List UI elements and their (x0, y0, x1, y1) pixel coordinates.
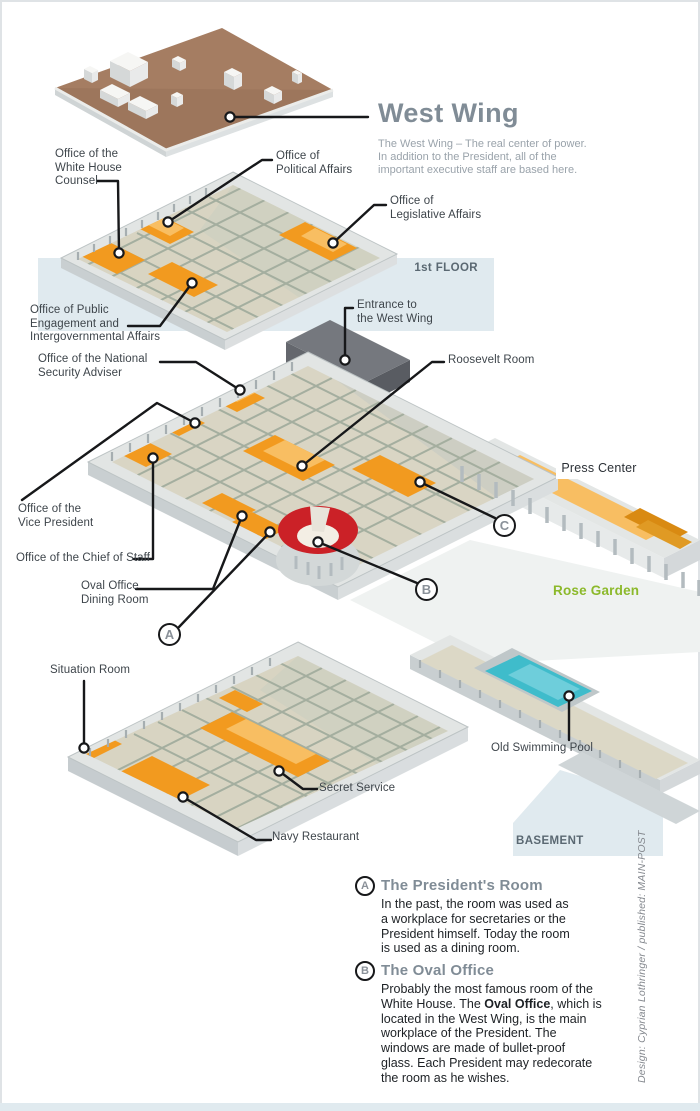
connector-marker-a (177, 530, 272, 629)
legend-body-oval-post: , which is located in the West Wing, is … (381, 996, 602, 1085)
connector-vp (20, 401, 197, 502)
label-vice-president: Office of the Vice President (18, 503, 94, 529)
intro-text: The West Wing – The real center of power… (378, 138, 587, 176)
credit-line: Design: Cyprian Lothringer / published: … (636, 830, 648, 1083)
dot-legislative (327, 237, 339, 249)
connector-dots (78, 111, 575, 803)
label-entrance: Entrance to the West Wing (357, 299, 433, 325)
dot-dining (236, 510, 248, 522)
basement-model (66, 635, 700, 856)
ground-floor-model (86, 320, 700, 600)
legend-marker-a: A (355, 876, 375, 896)
dot-nsa (234, 384, 246, 396)
label-old-swimming-pool: Old Swimming Pool (491, 742, 594, 754)
dot-roosevelt (296, 460, 308, 472)
dot-counsel (113, 247, 125, 259)
marker-a: A (158, 623, 181, 646)
dot-marker-a (264, 526, 276, 538)
marker-b: B (415, 578, 438, 601)
legend-body-oval-pre: Probably the most famous room of the Whi… (381, 982, 593, 1011)
label-chief-of-staff: Office of the Chief of Staff (16, 552, 151, 564)
page-title: West Wing (378, 98, 519, 128)
connector-counsel (95, 179, 121, 255)
press-colonnade (460, 466, 700, 596)
dot-cos (147, 452, 159, 464)
label-roosevelt-room: Roosevelt Room (448, 354, 535, 366)
label-white-house-counsel: Office of the White House Counsel (55, 148, 122, 188)
label-national-security-adviser: Office of the National Security Adviser (38, 353, 148, 379)
press-center-label: Press Center (556, 456, 642, 479)
connector-legislative (331, 203, 388, 245)
basement-band-label: BASEMENT (516, 835, 584, 847)
dot-marker-b (312, 536, 324, 548)
dot-marker-c (414, 476, 426, 488)
dot-political (162, 216, 174, 228)
label-secret-service: Secret Service (319, 782, 396, 794)
connector-dining (134, 514, 244, 591)
legend-body-oval-bold: Oval Office (484, 996, 551, 1011)
dot-entrance (339, 354, 351, 366)
connector-secret (277, 769, 319, 791)
connector-engagement (126, 281, 194, 328)
legend-body-presidents-room: In the past, the room was used as a work… (381, 897, 570, 956)
roof-chimneys (84, 52, 302, 119)
label-legislative-affairs: Office of Legislative Affairs (390, 195, 482, 221)
connector-nsa (158, 360, 242, 392)
label-oval-office-dining: Oval Office Dining Room (81, 580, 149, 606)
dot-vp (189, 417, 201, 429)
connector-cos (132, 456, 155, 561)
connector-lines (20, 115, 571, 842)
legend-title-presidents-room: The President's Room (381, 877, 543, 894)
connector-marker-c (418, 480, 497, 520)
roof-model (54, 28, 334, 157)
bottom-strip (0, 1103, 700, 1111)
connector-entrance (343, 306, 355, 362)
legend-body-oval-office: Probably the most famous room of the Whi… (381, 982, 602, 1086)
rose-garden-label: Rose Garden (553, 583, 640, 598)
legend-marker-b: B (355, 961, 375, 981)
label-situation-room: Situation Room (50, 664, 131, 676)
dot-engagement (186, 277, 198, 289)
label-public-engagement: Office of Public Engagement and Intergov… (30, 304, 161, 344)
dot-pool (563, 690, 575, 702)
label-navy-restaurant: Navy Restaurant (272, 831, 360, 843)
dot-secret (273, 765, 285, 777)
marker-c: C (493, 514, 516, 537)
label-political-affairs: Office of Political Affairs (276, 150, 353, 176)
dot-navy (177, 791, 189, 803)
legend-title-oval-office: The Oval Office (381, 962, 495, 979)
dot-situation (78, 742, 90, 754)
connector-political (166, 158, 274, 224)
connector-marker-b (316, 540, 419, 585)
connector-roosevelt (300, 360, 446, 468)
dot-west-wing (224, 111, 236, 123)
first-floor-band-label: 1st FLOOR (414, 262, 478, 274)
rose-garden-lawn (350, 540, 700, 664)
connector-navy (181, 795, 273, 842)
